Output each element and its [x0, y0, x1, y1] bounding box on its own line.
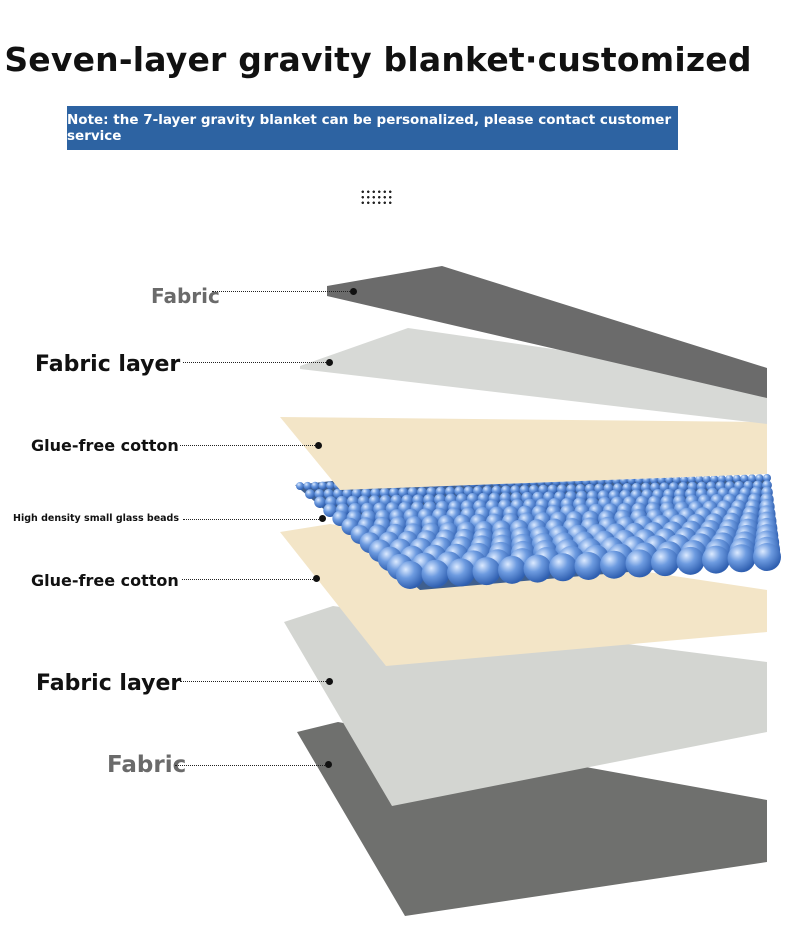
- glass-bead: [318, 481, 327, 490]
- glass-bead: [574, 552, 603, 580]
- note-banner: Note: the 7-layer gravity blanket can be…: [67, 106, 678, 150]
- glass-bead: [523, 554, 552, 583]
- glass-bead: [421, 559, 450, 588]
- layer-glass-beads: [295, 474, 781, 590]
- glass-bead: [342, 488, 353, 499]
- glass-bead: [323, 503, 337, 517]
- dots-decoration-icon: [360, 189, 393, 205]
- marker-dot: [319, 515, 326, 522]
- label-cotton-top: Glue-free cotton: [31, 436, 179, 455]
- glass-bead: [702, 545, 730, 574]
- glass-bead: [303, 481, 312, 490]
- marker-dot: [326, 359, 333, 366]
- glass-bead: [676, 546, 705, 575]
- leader-line: [212, 291, 352, 292]
- glass-bead: [435, 486, 446, 497]
- glass-bead: [498, 555, 526, 584]
- layer-upper-fabric: [300, 328, 767, 424]
- glass-bead: [625, 549, 654, 578]
- glass-bead: [305, 489, 315, 499]
- leader-line: [175, 765, 327, 766]
- marker-dot: [325, 761, 332, 768]
- glass-bead: [447, 558, 475, 587]
- page-title: Seven-layer gravity blanket·customized: [4, 40, 752, 79]
- glass-bead: [732, 474, 741, 483]
- glass-bead: [672, 475, 681, 484]
- glass-bead: [311, 481, 320, 490]
- glass-bead: [417, 487, 427, 497]
- glass-bead: [549, 553, 577, 582]
- label-fabric-top: Fabric: [151, 284, 220, 308]
- label-fabric-bottom: Fabric: [107, 752, 187, 778]
- glass-bead: [314, 496, 326, 508]
- glass-bead: [753, 543, 781, 571]
- leader-line: [183, 519, 321, 520]
- glass-bead: [600, 550, 628, 579]
- leader-line: [182, 579, 315, 580]
- marker-dot: [350, 288, 357, 295]
- glass-bead: [651, 548, 679, 577]
- glass-bead: [296, 482, 304, 490]
- glass-bead: [314, 489, 325, 499]
- glass-bead: [472, 557, 501, 586]
- glass-bead: [740, 474, 749, 483]
- marker-dot: [313, 575, 320, 582]
- label-fabric-layer-bottom: Fabric layer: [36, 671, 182, 696]
- glass-bead: [763, 474, 771, 482]
- glass-bead: [727, 544, 756, 573]
- marker-dot: [326, 678, 333, 685]
- glass-bead: [333, 488, 343, 499]
- glass-bead: [396, 561, 424, 589]
- glass-bead: [702, 475, 711, 484]
- glass-bead: [680, 475, 689, 484]
- label-cotton-bottom: Glue-free cotton: [31, 571, 179, 590]
- glass-bead: [407, 487, 418, 497]
- layer-upper-cotton: [280, 417, 767, 490]
- leader-line: [180, 681, 328, 682]
- glass-bead: [710, 474, 719, 483]
- glass-bead: [725, 474, 734, 483]
- marker-dot: [315, 442, 322, 449]
- label-fabric-layer-top: Fabric layer: [35, 352, 181, 377]
- glass-bead: [472, 485, 483, 496]
- label-glass-beads: High density small glass beads: [13, 513, 180, 524]
- glass-bead: [538, 484, 549, 495]
- leader-line: [180, 445, 317, 446]
- glass-bead: [351, 488, 362, 499]
- glass-bead: [695, 475, 704, 484]
- glass-bead: [379, 487, 390, 498]
- glass-bead: [747, 474, 756, 483]
- leader-line: [183, 362, 328, 363]
- glass-bead: [755, 474, 764, 483]
- glass-bead: [717, 474, 726, 483]
- layer-top-fabric: [327, 266, 767, 398]
- glass-bead: [687, 475, 696, 484]
- glass-bead: [326, 481, 335, 490]
- glass-bead: [370, 487, 381, 498]
